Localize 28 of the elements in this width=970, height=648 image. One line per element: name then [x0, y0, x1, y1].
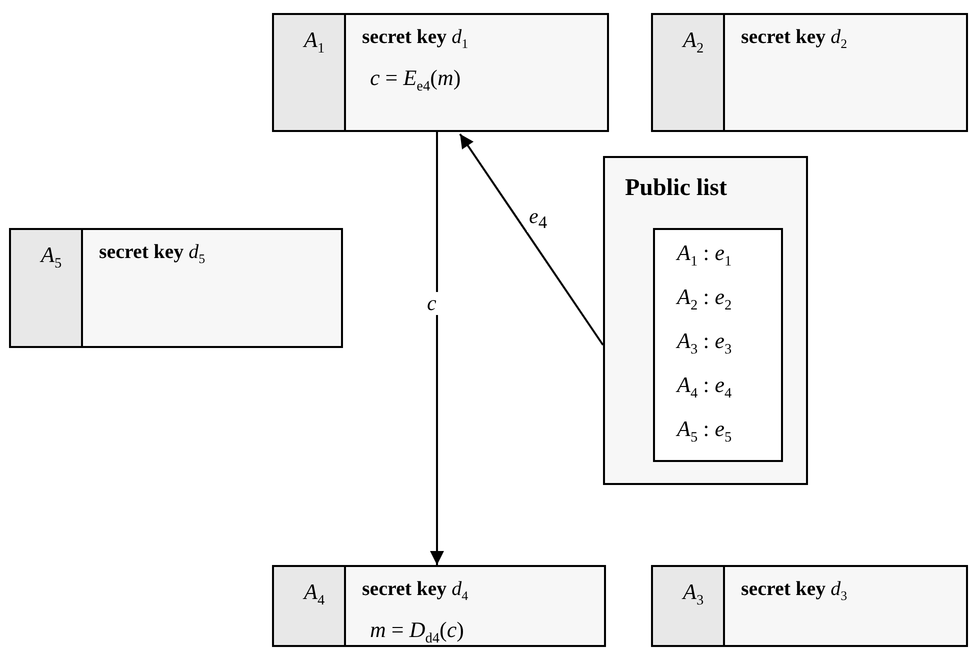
party-label: A$_{4}$	[304, 579, 325, 610]
arrow	[459, 133, 604, 346]
party-label: A$_{1}$	[304, 27, 325, 58]
key-entry: A$_{4}$ : e$_{4}$	[677, 372, 732, 403]
key-entry: A$_{1}$ : e$_{1}$	[677, 240, 732, 271]
party-box	[272, 565, 606, 647]
party-box	[272, 13, 609, 132]
party-label: A$_{3}$	[683, 579, 704, 610]
secret-key-text: secret key d$_{3}$	[741, 577, 848, 604]
secret-key-text: secret key d$_{4}$	[362, 577, 468, 604]
formula-text: c = E$_{e4}$(m)	[370, 65, 461, 96]
edge-label: c	[425, 292, 438, 316]
key-entry: A$_{2}$ : e$_{2}$	[677, 284, 732, 315]
party-box	[651, 565, 968, 647]
formula-text: m = D$_{d4}$(c)	[370, 617, 464, 648]
secret-key-text: secret key d$_{1}$	[362, 25, 468, 52]
key-entry: A$_{5}$ : e$_{5}$	[677, 416, 732, 447]
key-list-box	[653, 228, 783, 462]
secret-key-text: secret key d$_{5}$	[99, 240, 206, 267]
party-box	[9, 228, 343, 348]
key-entry: A$_{3}$ : e$_{3}$	[677, 328, 732, 359]
party-label: A$_{5}$	[41, 242, 62, 273]
arrow	[430, 132, 444, 565]
secret-key-text: secret key d$_{2}$	[741, 25, 848, 52]
party-box	[651, 13, 968, 132]
party-label: A$_{2}$	[683, 27, 704, 58]
public-list-panel	[603, 156, 808, 485]
panel-title: Public list	[625, 174, 728, 203]
